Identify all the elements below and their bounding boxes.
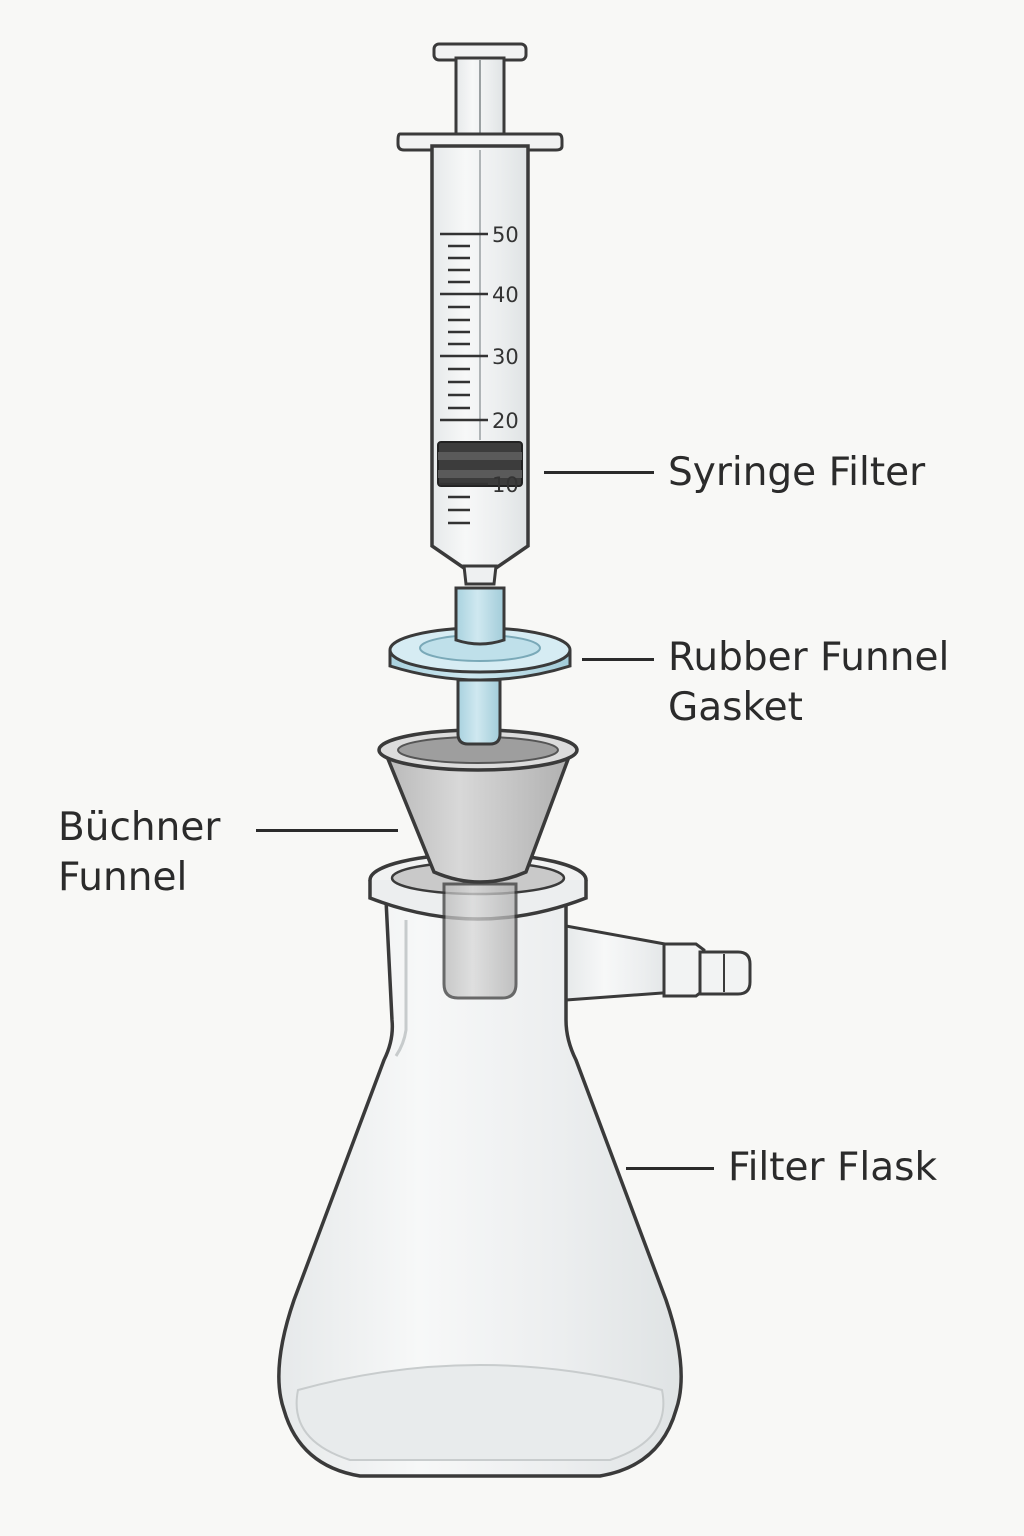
syringe-tip — [462, 564, 498, 586]
label-gasket-line-1: Rubber Funnel — [668, 635, 950, 680]
funnel-stem — [442, 882, 518, 1000]
flask-side-arm — [564, 924, 752, 1002]
buchner-funnel — [377, 728, 579, 1000]
label-buchner-funnel: Büchner Funnel — [58, 803, 220, 903]
scale-number-10: 10 — [492, 473, 519, 497]
label-gasket-line-2: Gasket — [668, 685, 803, 730]
label-syringe-filter: Syringe Filter — [668, 448, 925, 498]
syringe-filter-disc — [388, 586, 572, 746]
flask-body — [277, 898, 683, 1478]
callout-line-buchner-funnel — [256, 829, 398, 832]
callout-line-rubber-funnel-gasket — [582, 658, 654, 661]
label-rubber-funnel-gasket: Rubber Funnel Gasket — [668, 633, 949, 733]
label-filter-flask-text: Filter Flask — [728, 1145, 938, 1190]
syringe: 50 40 30 20 10 — [396, 42, 564, 586]
scale-number-30: 30 — [492, 345, 519, 369]
scale-number-50: 50 — [492, 223, 519, 247]
scale-number-40: 40 — [492, 283, 519, 307]
label-buchner-line-1: Büchner — [58, 805, 221, 850]
graduation-marks — [440, 232, 488, 525]
funnel-cone — [383, 752, 573, 884]
label-filter-flask: Filter Flask — [728, 1143, 937, 1193]
scale-number-20: 20 — [492, 409, 519, 433]
label-buchner-line-2: Funnel — [58, 855, 188, 900]
plunger-stopper — [437, 441, 523, 487]
callout-line-filter-flask — [626, 1167, 714, 1170]
callout-line-syringe-filter — [544, 471, 654, 474]
label-syringe-filter-text: Syringe Filter — [668, 450, 926, 495]
